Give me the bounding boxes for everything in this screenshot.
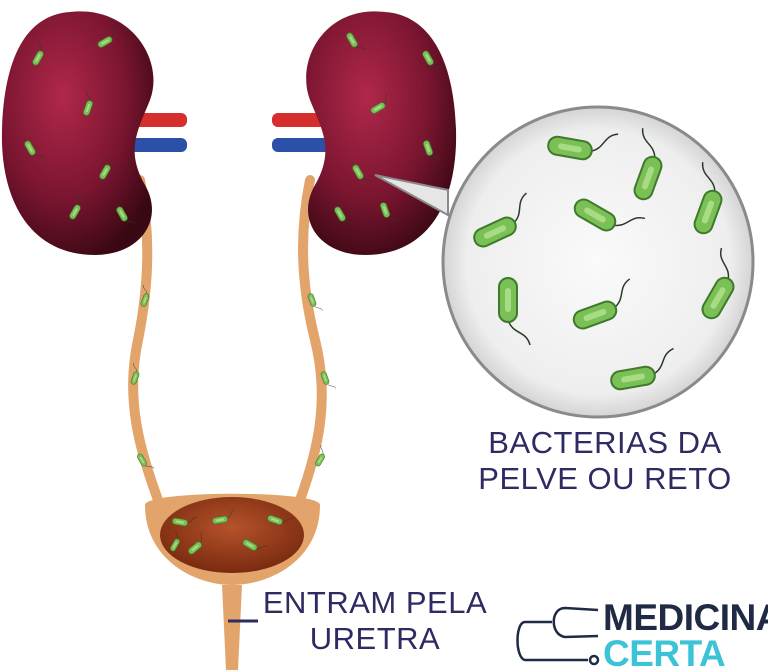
bacterium-icon (172, 516, 197, 527)
bacterium-icon (170, 529, 180, 552)
bacterium-icon (116, 206, 137, 224)
bacteria-label: BACTERIAS DA PELVE OU RETO (470, 425, 740, 497)
bacterium-icon (99, 154, 111, 180)
bacterium-icon (422, 50, 443, 68)
right-kidney (306, 11, 457, 255)
bacterium-icon (307, 293, 324, 311)
bacterium-icon (315, 444, 325, 467)
bacterium-icon (24, 140, 45, 158)
bacterium-icon (572, 278, 631, 330)
urethra (222, 585, 242, 670)
bacterium-icon (352, 164, 373, 182)
bacterium-icon (346, 32, 367, 50)
bacterium-icon (82, 90, 94, 116)
bacteria-label-line2: PELVE OU RETO (478, 461, 732, 496)
bacterium-icon (130, 363, 140, 385)
ureters (128, 175, 327, 505)
bacterium-icon (97, 27, 115, 48)
bacteria-group (24, 27, 735, 555)
bacterium-icon (320, 371, 337, 389)
left-kidney (1, 11, 154, 255)
bacterium-icon (498, 277, 531, 346)
entry-label-line2: URETRA (309, 621, 441, 656)
callout-pointer (374, 174, 449, 217)
bacterium-icon (370, 93, 388, 114)
bacterium-icon (573, 198, 646, 232)
bacterium-icon (547, 133, 619, 161)
renal-vessels (125, 113, 334, 152)
bacterium-icon (69, 194, 81, 220)
bacterium-icon (610, 347, 674, 391)
bacterium-icon (379, 202, 398, 223)
bacterium-icon (242, 539, 268, 551)
bacterium-icon (701, 247, 735, 320)
logo-word-medicina: MEDICINA (603, 597, 768, 638)
bacterium-icon (212, 509, 235, 525)
bacterium-icon (267, 514, 293, 526)
entry-label-line1: ENTRAM PELA (262, 585, 488, 620)
bacterium-icon (633, 128, 663, 201)
bacterium-icon (140, 285, 150, 307)
entry-label: ENTRAM PELA URETRA (255, 585, 495, 657)
logo-word-certa: CERTA (603, 633, 726, 670)
bacterium-icon (473, 192, 527, 248)
magnified-view (441, 105, 755, 419)
bacterium-icon (137, 453, 155, 469)
bacterium-icon (422, 140, 441, 161)
bacteria-label-line1: BACTERIAS DA (488, 425, 722, 460)
bacterium-icon (188, 531, 203, 555)
stethoscope-icon (516, 606, 600, 666)
bacterium-icon (32, 40, 44, 66)
bacterium-icon (334, 206, 355, 224)
bacterium-icon (693, 162, 723, 235)
